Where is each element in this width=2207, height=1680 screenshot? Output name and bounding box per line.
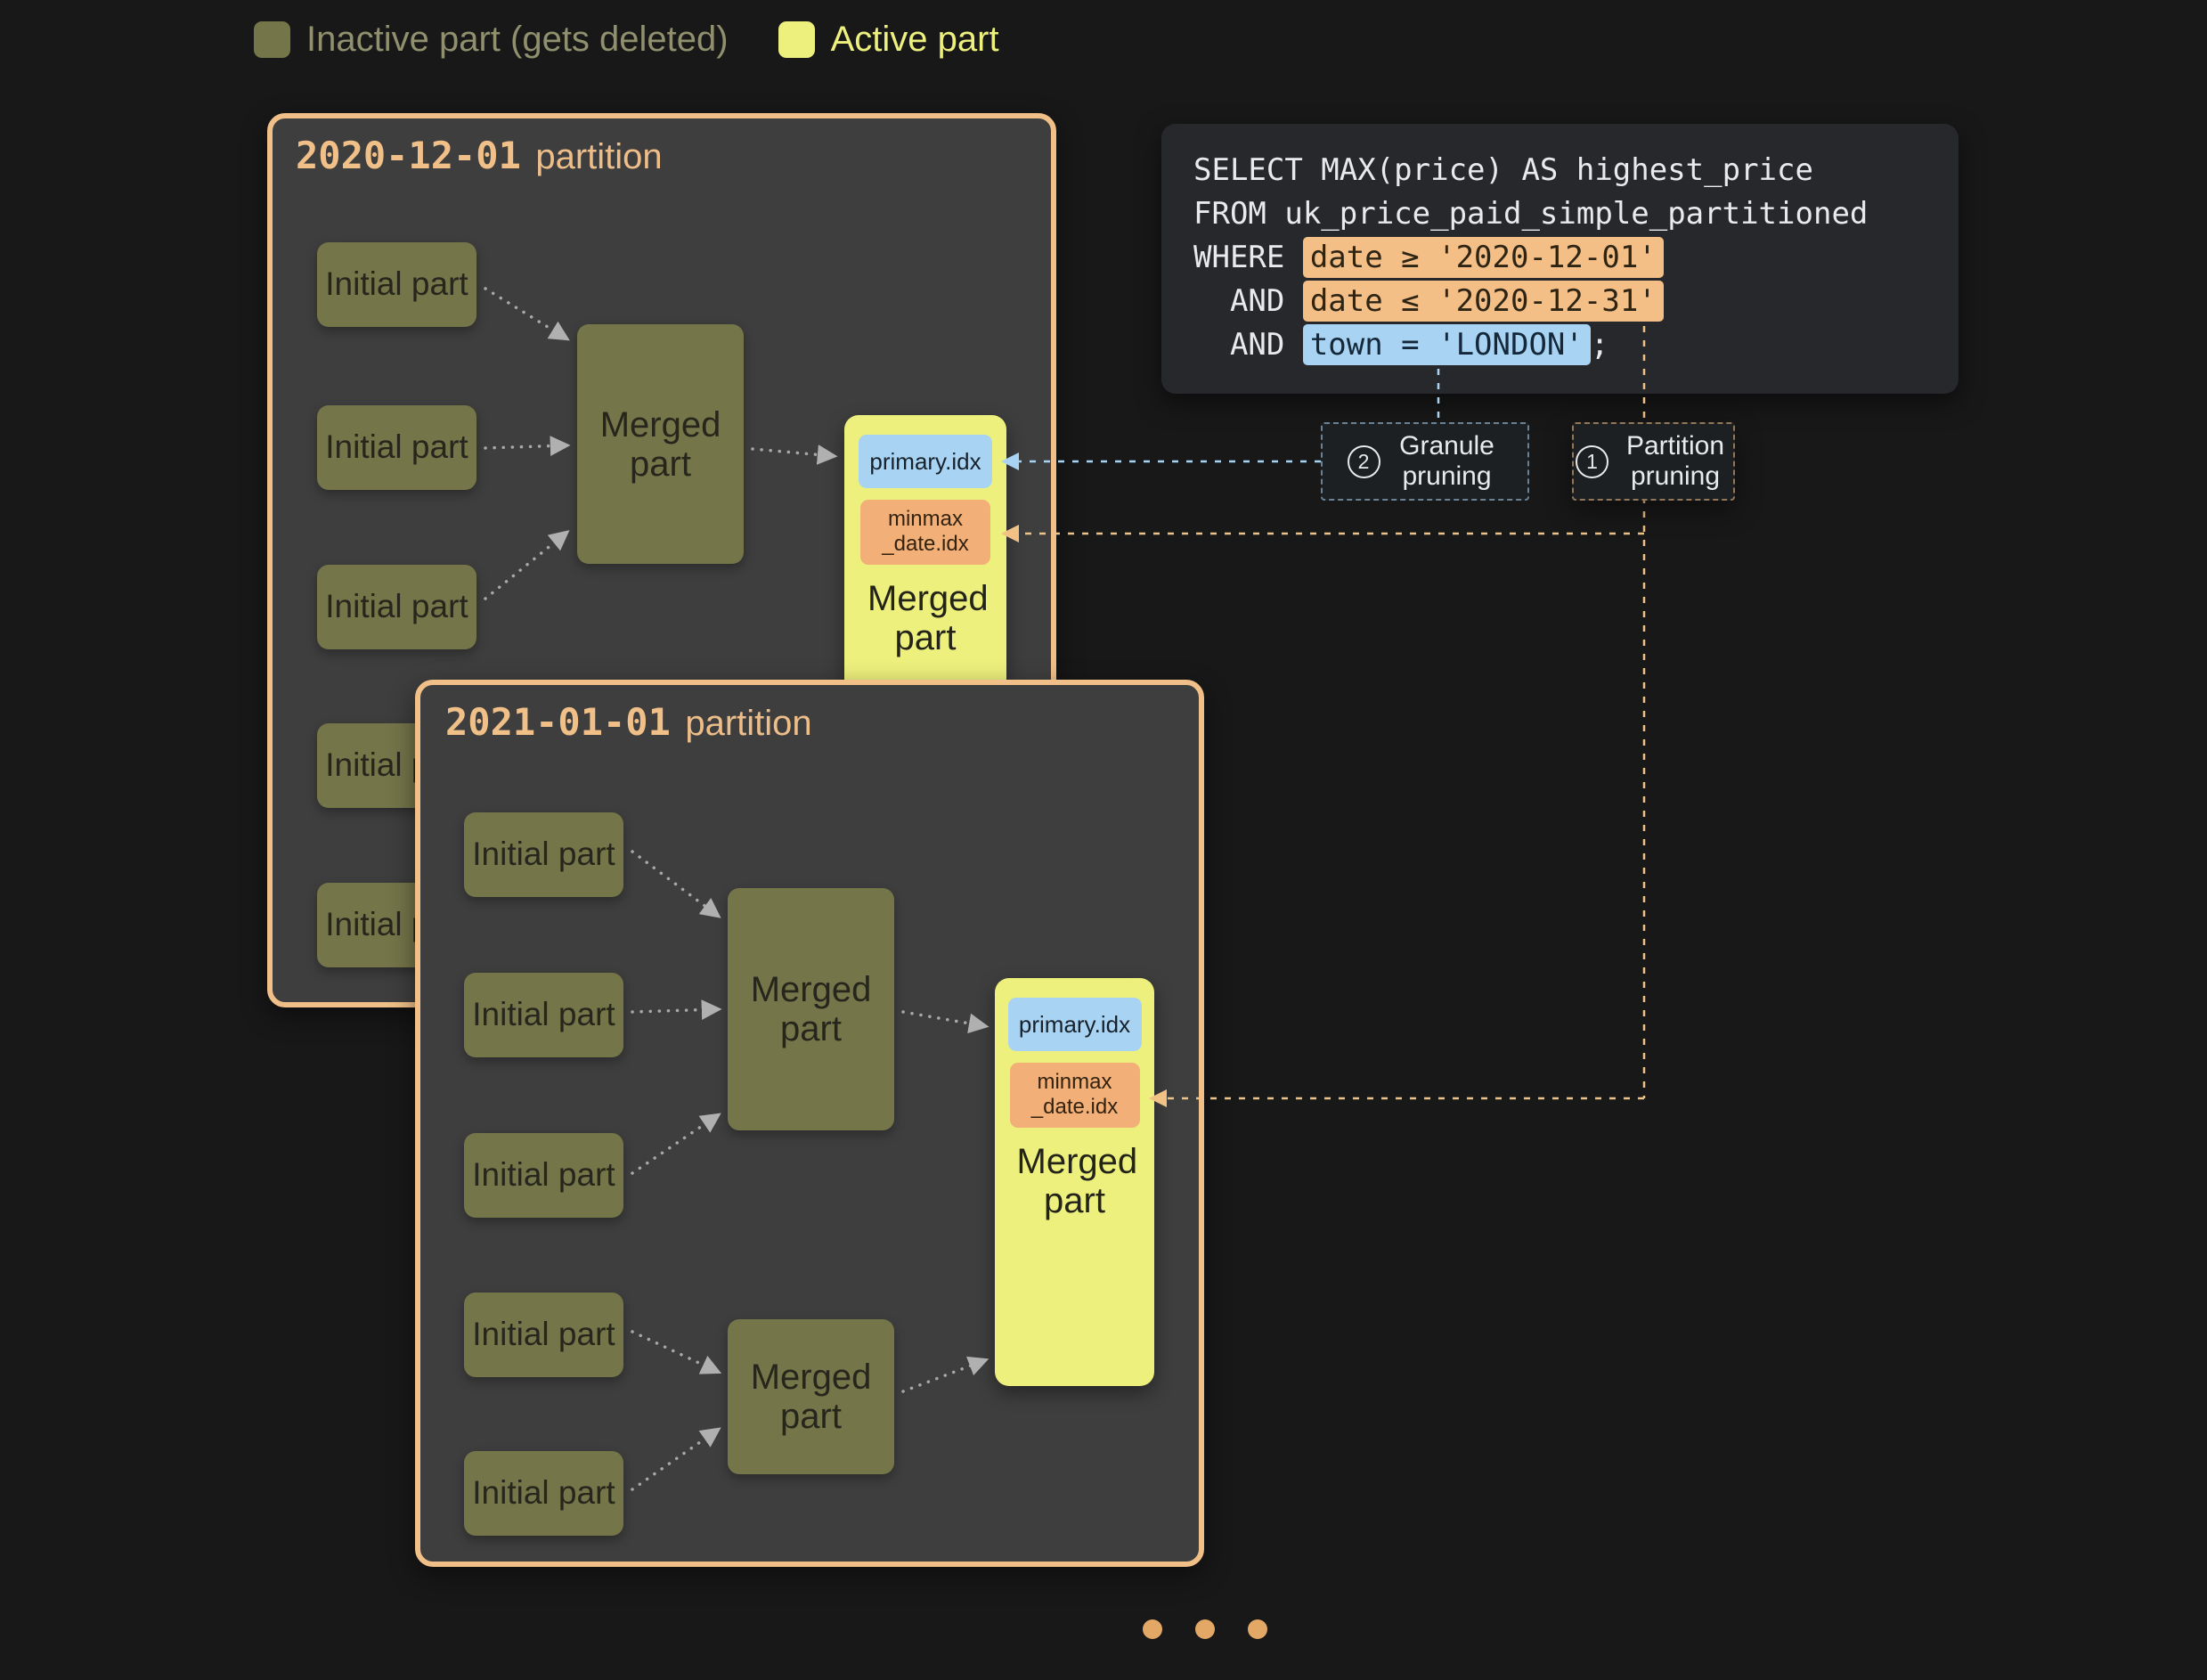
partition-suffix: partition	[535, 137, 662, 176]
sql-line: FROM uk_price_paid_simple_partitioned	[1193, 192, 1926, 236]
legend: Inactive part (gets deleted) Active part	[254, 20, 999, 60]
granule-pruning-label: Granule pruning	[1391, 431, 1503, 493]
minmax-date-idx-chip: minmax _date.idx	[860, 500, 990, 565]
initial-part: Initial part	[464, 973, 623, 1057]
sql-keyword: AND	[1193, 283, 1303, 319]
carousel-dot[interactable]	[1195, 1619, 1215, 1639]
step-number-circle: 1	[1576, 445, 1608, 478]
partition-pruning-badge: 1 Partition pruning	[1572, 422, 1735, 501]
sql-line: SELECT MAX(price) AS highest_price	[1193, 149, 1926, 192]
minmax-idx-line1: minmax	[1037, 1070, 1112, 1095]
partition-pruning-label: Partition pruning	[1619, 431, 1731, 493]
initial-part: Initial part	[464, 1451, 623, 1536]
carousel-dot[interactable]	[1143, 1619, 1162, 1639]
minmax-idx-line2: _date.idx	[882, 532, 968, 557]
primary-idx-chip: primary.idx	[1008, 998, 1142, 1051]
granule-pruning-badge: 2 Granule pruning	[1321, 422, 1529, 501]
initial-part: Initial part	[317, 565, 476, 649]
partition-title-2021-01-01: 2021-01-01 partition	[445, 700, 812, 744]
partition-date: 2021-01-01	[445, 700, 671, 744]
sql-highlight-date-to: date ≤ '2020-12-31'	[1303, 281, 1664, 322]
partition-suffix: partition	[685, 704, 811, 743]
initial-part: Initial part	[317, 405, 476, 490]
carousel-dot[interactable]	[1248, 1619, 1267, 1639]
sql-line: AND town = 'LONDON';	[1193, 323, 1926, 367]
minmax-idx-line2: _date.idx	[1031, 1095, 1118, 1120]
active-part-label: Active part	[831, 20, 999, 60]
merged-part-inactive: Merged part	[577, 324, 744, 564]
sql-keyword: WHERE	[1193, 240, 1303, 275]
sql-highlight-town: town = 'LONDON'	[1303, 324, 1591, 365]
carousel-dots	[1143, 1619, 1267, 1639]
partition-title-2020-12-01: 2020-12-01 partition	[296, 134, 663, 177]
sql-highlight-date-from: date ≥ '2020-12-01'	[1303, 237, 1664, 278]
merged-part-label: Merged part	[867, 579, 983, 659]
step-number-circle: 2	[1348, 445, 1380, 478]
primary-idx-chip: primary.idx	[859, 435, 992, 488]
initial-part: Initial part	[464, 812, 623, 897]
inactive-part-swatch	[254, 21, 290, 58]
merged-part-inactive: Merged part	[728, 888, 894, 1130]
partition-date: 2020-12-01	[296, 134, 521, 177]
merged-part-inactive: Merged part	[728, 1319, 894, 1474]
sql-query-block: SELECT MAX(price) AS highest_price FROM …	[1161, 124, 1959, 394]
sql-terminator: ;	[1591, 327, 1608, 363]
minmax-idx-line1: minmax	[888, 507, 963, 532]
initial-part: Initial part	[464, 1133, 623, 1218]
sql-line: AND date ≤ '2020-12-31'	[1193, 280, 1926, 323]
sql-keyword: AND	[1193, 327, 1303, 363]
minmax-date-idx-chip: minmax _date.idx	[1010, 1063, 1140, 1128]
merged-part-active: primary.idx minmax _date.idx Merged part	[995, 978, 1154, 1386]
inactive-part-label: Inactive part (gets deleted)	[306, 20, 729, 60]
initial-part: Initial part	[317, 242, 476, 327]
merged-part-label: Merged part	[1017, 1142, 1133, 1222]
active-part-swatch	[778, 21, 815, 58]
sql-line: WHERE date ≥ '2020-12-01'	[1193, 236, 1926, 280]
initial-part: Initial part	[464, 1293, 623, 1377]
